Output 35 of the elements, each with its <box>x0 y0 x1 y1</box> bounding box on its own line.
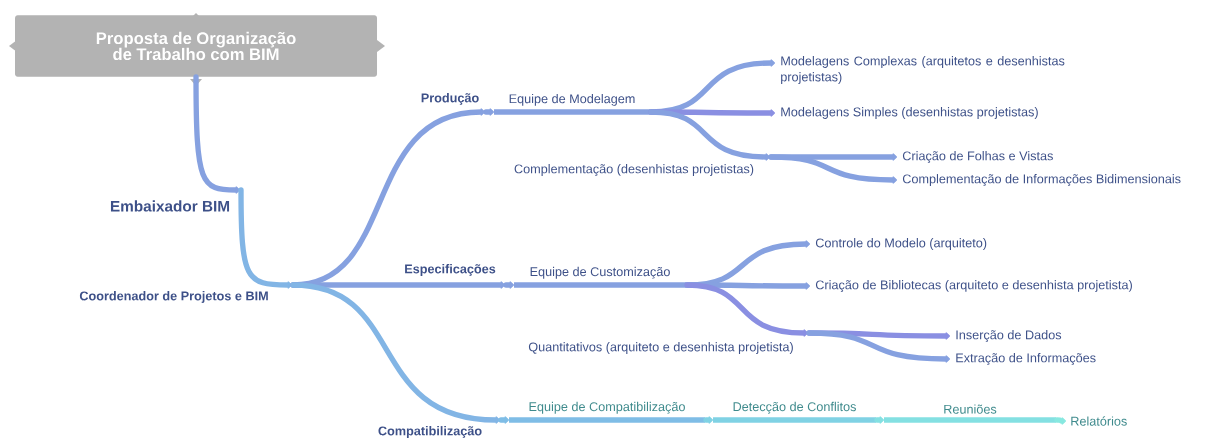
topic-label: Equipe de Customização <box>514 266 686 288</box>
topic-label: Criação de Folhas e Vistas <box>902 151 1053 163</box>
topic-label: Extração de Informações <box>956 353 1096 365</box>
branch-arrow <box>238 187 292 289</box>
topic-label: Criação de Bibliotecas (arquiteto e desenhista projetista) <box>815 280 1132 292</box>
topic-label: Quantitativos (arquiteto e desenhista projetista) <box>528 342 793 354</box>
branch-arrow <box>290 282 500 424</box>
topic-label: Relatórios <box>1071 416 1127 426</box>
branch-arrow <box>483 108 494 116</box>
topic-label: Detecção de Conflitos <box>713 401 876 423</box>
topic-label: Controle do Modelo (arquiteto) <box>815 238 987 250</box>
topic-label: Embaixador BIM <box>110 200 230 212</box>
topic-label: Coordenador de Projetos e BIM <box>79 291 268 303</box>
branch-arrow <box>684 282 808 337</box>
branch-arrow <box>193 74 240 194</box>
branch-arrow <box>768 154 897 184</box>
topic-label: Inserção de Dados <box>956 330 1062 342</box>
branch-arrow <box>503 281 514 289</box>
branch-arrow <box>498 416 509 424</box>
topic-label: Reuniões <box>884 404 1056 423</box>
topic-label: Equipe de Modelagem <box>494 93 650 115</box>
branch-arrow <box>1054 417 1066 425</box>
branch-arrow <box>648 109 770 161</box>
branch-arrow <box>703 416 713 424</box>
title-box: Proposta de Organização de Trabalho com BIM <box>9 13 385 86</box>
topic-label: Complementação de Informações Bidimensionais <box>902 174 1181 186</box>
topic-label: Equipe de Compatibilização <box>509 401 705 423</box>
topic-label: Especificações <box>405 264 496 276</box>
branch-arrow <box>874 416 884 424</box>
branch-arrow <box>806 330 950 363</box>
topic-label: Compatibilização <box>378 426 482 438</box>
topic-label: Complementação (desenhistas projetistas) <box>514 164 754 176</box>
topic-label: Produção <box>421 93 479 105</box>
topic-label: Modelagens Simples (desenhistas projetistas) <box>781 107 1038 119</box>
topic-label: Modelagens Complexas (arquitetos e desenhistas projetistas) <box>781 56 1065 84</box>
